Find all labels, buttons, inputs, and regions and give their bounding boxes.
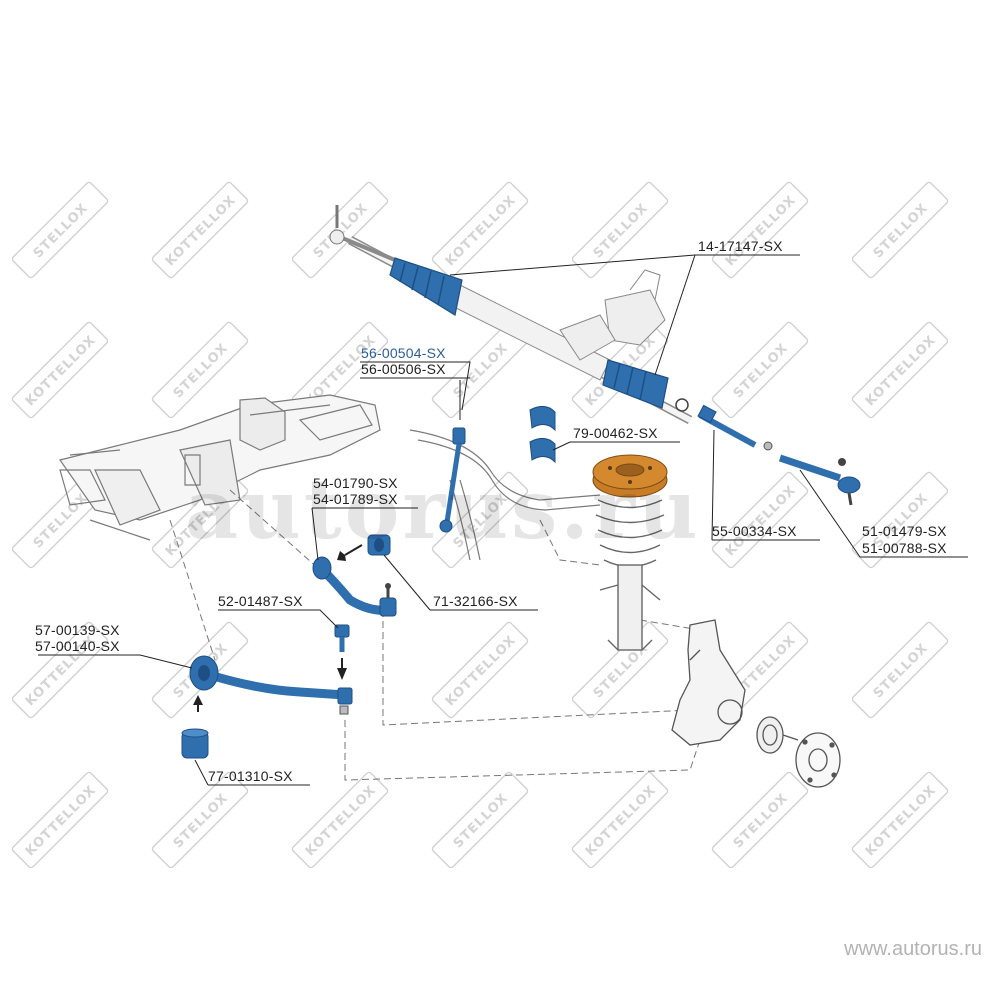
- svg-text:KOTTELLOX: KOTTELLOX: [23, 333, 99, 409]
- stabilizer-link: [439, 380, 466, 533]
- strut-mount: [592, 454, 668, 498]
- label-71-32166: 71-32166-SX: [433, 593, 518, 609]
- label-51-00788: 51-00788-SX: [862, 540, 947, 556]
- watermark-stamp: KOTTELLOX: [11, 771, 109, 869]
- svg-text:KOTTELLOX: KOTTELLOX: [863, 333, 939, 409]
- ball-joint: [334, 624, 350, 680]
- watermark-stamp: STELLOX: [291, 181, 389, 279]
- watermark-stamp: STELLOX: [711, 771, 809, 869]
- watermark-stamp: KOTTELLOX: [571, 771, 669, 869]
- arm-bushing: [337, 534, 391, 561]
- svg-text:KOTTELLOX: KOTTELLOX: [163, 193, 239, 269]
- watermark-stamp: KOTTELLOX: [11, 321, 109, 419]
- watermark-stamp: STELLOX: [711, 321, 809, 419]
- svg-text:KOTTELLOX: KOTTELLOX: [443, 193, 519, 269]
- label-56-00504: 56-00504-SX: [361, 345, 446, 361]
- watermark-stamp: KOTTELLOX: [431, 621, 529, 719]
- svg-text:KOTTELLOX: KOTTELLOX: [723, 483, 799, 559]
- label-77-01310: 77-01310-SX: [208, 768, 293, 784]
- leader-lines: [38, 254, 968, 786]
- upper-control-arm: [312, 556, 397, 617]
- lower-arm-bushing: [181, 695, 209, 759]
- inner-tie-rod: [697, 404, 773, 451]
- svg-text:KOTTELLOX: KOTTELLOX: [863, 783, 939, 859]
- watermark-stamp: STELLOX: [151, 321, 249, 419]
- watermark-stamp: STELLOX: [431, 771, 529, 869]
- label-56-00506: 56-00506-SX: [361, 361, 446, 377]
- svg-text:KOTTELLOX: KOTTELLOX: [583, 783, 659, 859]
- steering-rack: [329, 205, 693, 424]
- label-57-00140: 57-00140-SX: [35, 638, 120, 654]
- watermark-stamp: STELLOX: [151, 771, 249, 869]
- watermark-stamp: KOTTELLOX: [431, 181, 529, 279]
- outer-tie-rod-end: [778, 454, 861, 506]
- svg-text:KOTTELLOX: KOTTELLOX: [723, 193, 799, 269]
- watermark-stamp: KOTTELLOX: [851, 771, 949, 869]
- watermark-stamp: STELLOX: [851, 621, 949, 719]
- label-57-00139: 57-00139-SX: [35, 622, 120, 638]
- watermark-stamp: STELLOX: [851, 181, 949, 279]
- label-54-01790: 54-01790-SX: [313, 475, 398, 491]
- watermark-stamp: KOTTELLOX: [711, 181, 809, 279]
- label-51-01479: 51-01479-SX: [862, 523, 947, 539]
- stabilizer-bushing: [529, 406, 556, 464]
- svg-text:KOTTELLOX: KOTTELLOX: [303, 783, 379, 859]
- strut-assembly: [595, 499, 665, 651]
- lower-control-arm: [189, 655, 353, 715]
- watermark-stamp: KOTTELLOX: [711, 471, 809, 569]
- svg-text:KOTTELLOX: KOTTELLOX: [443, 633, 519, 709]
- label-79-00462: 79-00462-SX: [573, 425, 658, 441]
- watermark-stamp: KOTTELLOX: [291, 771, 389, 869]
- label-55-00334: 55-00334-SX: [712, 523, 797, 539]
- watermark-stamp: KOTTELLOX: [151, 181, 249, 279]
- label-52-01487: 52-01487-SX: [218, 593, 303, 609]
- label-14-17147: 14-17147-SX: [698, 238, 783, 254]
- subframe-drawing: [59, 394, 381, 541]
- watermark-stamp: STELLOX: [11, 181, 109, 279]
- svg-text:KOTTELLOX: KOTTELLOX: [23, 783, 99, 859]
- knuckle-hub: [671, 619, 841, 788]
- site-watermark: autorus.ru: [185, 462, 701, 558]
- footer-watermark: www.autorus.ru: [844, 938, 982, 960]
- label-54-01789: 54-01789-SX: [313, 491, 398, 507]
- watermark-stamp: KOTTELLOX: [851, 321, 949, 419]
